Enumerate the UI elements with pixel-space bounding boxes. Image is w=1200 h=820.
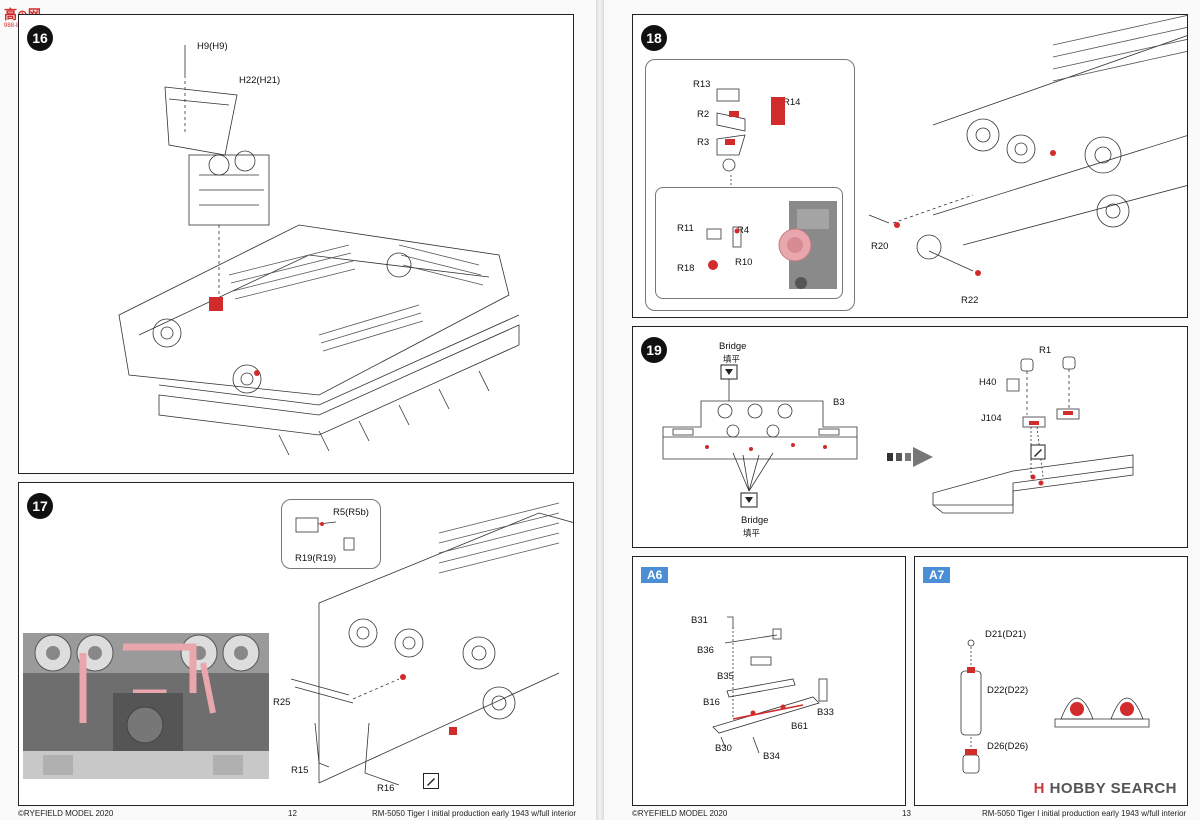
a6-tag: A6 [641, 567, 669, 583]
step-16-panel: 16 H9(H9) H22(H21) [18, 14, 574, 474]
step-16-number: 16 [27, 25, 53, 51]
step-17-panel: 17 R5(R5b) R19(R19) R25 R15 R16 [18, 482, 574, 806]
label-b35: B35 [717, 671, 734, 682]
label-r15: R15 [291, 765, 309, 776]
label-r22: R22 [961, 295, 979, 306]
left-page: 高⊕网 988-8888.com 16 H9(H9) H22(H21) [0, 0, 596, 820]
label-bridge-bottom-cn: 填平 [743, 528, 761, 538]
label-h9: H9(H9) [197, 41, 228, 52]
label-h40: H40 [979, 377, 997, 388]
left-footer-copyright: ©RYEFIELD MODEL 2020 [18, 809, 114, 818]
label-b31: B31 [691, 615, 708, 626]
step-17-number: 17 [27, 493, 53, 519]
step-19-number: 19 [641, 337, 667, 363]
left-footer-kit-title: RM-5050 Tiger I initial production early… [372, 809, 577, 818]
step-18-panel: 18 R13 R2 R14 R3 R11 R4 R18 R10 R20 R22 [632, 14, 1188, 318]
label-d22: D22(D22) [987, 685, 1029, 696]
step-19-panel: 19 Bridge 填平 B3 Bridge 填平 R1 H40 J104 [632, 326, 1188, 548]
label-r4: R4 [737, 225, 750, 236]
shock-absorber-drawing [960, 639, 1150, 774]
label-bridge-top: Bridge [719, 341, 747, 352]
step-17-detail-inset [281, 499, 381, 569]
label-b34: B34 [763, 751, 780, 762]
label-r18: R18 [677, 263, 695, 274]
hull-exhaust-drawing [290, 502, 573, 786]
label-r2: R2 [697, 109, 710, 120]
label-r25: R25 [273, 697, 291, 708]
label-d21: D21(D21) [985, 629, 1027, 640]
label-r11: R11 [677, 223, 694, 234]
label-b16: B16 [703, 697, 720, 708]
label-b36: B36 [697, 645, 714, 656]
linkage-drawing [712, 616, 828, 754]
step-18-number: 18 [641, 25, 667, 51]
a7-panel: A7 D21(D21) D22(D22) D26(D26) H HOBBY [914, 556, 1188, 806]
label-r19: R19(R19) [295, 553, 337, 564]
right-footer-kit-title: RM-5050 Tiger I initial production early… [982, 809, 1187, 818]
label-r10: R10 [735, 257, 753, 268]
label-r1: R1 [1039, 345, 1052, 356]
hobby-search-logo: H HOBBY SEARCH [1033, 780, 1177, 797]
label-b61: B61 [791, 721, 808, 732]
label-d26: D26(D26) [987, 741, 1029, 752]
engine-bay-reference-photo [23, 633, 269, 779]
a7-tag: A7 [923, 567, 951, 583]
label-r5: R5(R5b) [333, 507, 369, 518]
label-r3: R3 [697, 137, 710, 148]
right-footer-page-number: 13 [902, 809, 911, 818]
label-h22: H22(H21) [239, 75, 281, 86]
a6-panel: A6 B31 B36 B35 B16 B33 B61 B30 B34 [632, 556, 906, 806]
label-b30: B30 [715, 743, 732, 754]
label-bridge-bottom: Bridge [741, 515, 769, 526]
label-j104: J104 [981, 413, 1002, 424]
left-footer-page-number: 12 [288, 809, 297, 818]
label-r20: R20 [871, 241, 889, 252]
book-gutter [596, 0, 604, 820]
label-r14: R14 [783, 97, 801, 108]
glue-icon [423, 773, 439, 789]
label-b3: B3 [833, 397, 845, 408]
right-page: 18 R13 R2 R14 R3 R11 R4 R18 R10 R20 R22 [604, 0, 1200, 820]
label-r16: R16 [377, 783, 395, 794]
label-r13: R13 [693, 79, 711, 90]
gearbox-parts-drawing [706, 15, 1187, 289]
right-footer-copyright: ©RYEFIELD MODEL 2020 [632, 809, 728, 818]
label-b33: B33 [817, 707, 834, 718]
floor-plate-drawing [662, 356, 1134, 514]
hull-engine-drawing [118, 45, 520, 456]
label-bridge-top-cn: 填平 [723, 354, 741, 364]
